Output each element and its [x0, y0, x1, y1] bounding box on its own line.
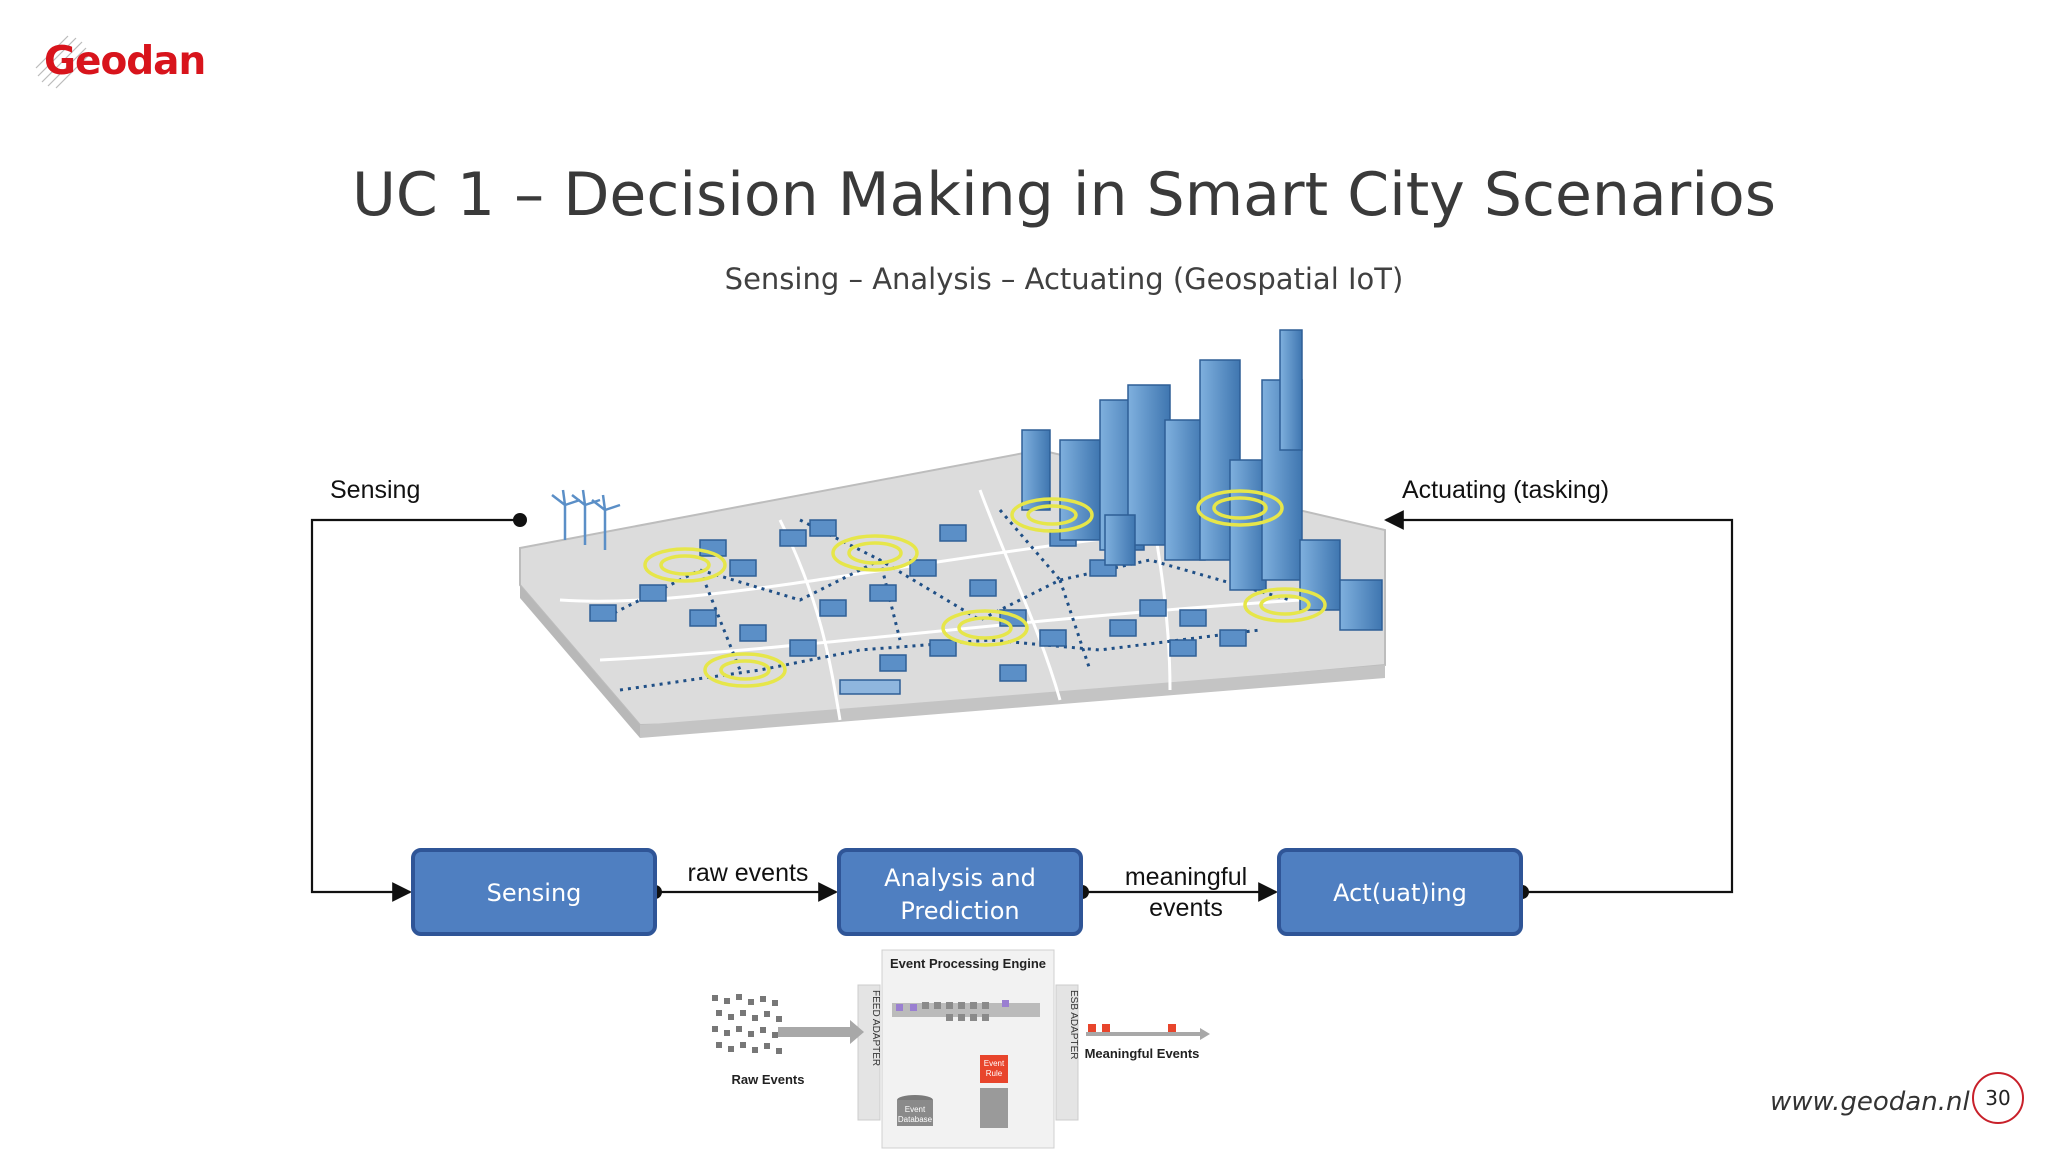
meaningful-events-label-line1: meaningful [1125, 863, 1247, 891]
raw-events-caption: Raw Events [732, 1072, 805, 1087]
logo-globe-icon [35, 35, 89, 89]
event-rule-label-line2: Rule [986, 1069, 1003, 1078]
slide-subtitle: Sensing – Analysis – Actuating (Geospati… [724, 262, 1404, 296]
esb-adapter-bar [1055, 984, 1079, 1121]
process-boxes [411, 848, 1523, 936]
event-rule-label-line1: Event [984, 1059, 1005, 1068]
city-ground-edge [520, 585, 640, 738]
city-houses [589, 519, 1247, 695]
raw-events-flow-arrowhead [850, 1020, 864, 1044]
meaningful-events-caption: Meaningful Events [1085, 1046, 1200, 1061]
raw-events-label: raw events [688, 859, 809, 887]
sensing-loop-line [310, 518, 520, 902]
event-database-label-line2: Database [898, 1115, 933, 1124]
sensing-box-label: Sensing [487, 879, 582, 907]
top-label-sensing: Sensing [330, 476, 420, 504]
sensing-city-dot [513, 513, 527, 527]
slide-title: UC 1 – Decision Making in Smart City Sce… [352, 160, 1776, 230]
feed-adapter-label: FEED ADAPTER [870, 990, 881, 1066]
sensor-signal-rings [643, 489, 1327, 688]
engine-event-squares [896, 1000, 1009, 1011]
wind-turbines-icon [551, 489, 621, 550]
actuating-loop-line [1384, 510, 1734, 894]
acting-box-label: Act(uat)ing [1333, 879, 1467, 907]
meaningful-events-label-line2: events [1149, 894, 1223, 922]
raw-events-cloud [712, 994, 782, 1054]
analysis-box-label-line1: Analysis and [884, 864, 1036, 892]
meaningful-event-squares [1088, 1024, 1176, 1032]
event-rule-box-shadow [980, 1088, 1008, 1128]
city-ground-front [640, 665, 1385, 738]
event-database-label-line1: Event [905, 1105, 926, 1114]
smart-city-illustration [519, 329, 1386, 738]
event-processing-engine-figure: Event Processing Engine FEED ADAPTER ESB… [712, 949, 1210, 1149]
city-towers [1021, 329, 1383, 631]
acting-box [1277, 848, 1523, 936]
logo-text: Geodan [44, 38, 206, 84]
event-rule-box [980, 1055, 1008, 1083]
analysis-box-label-line2: Prediction [900, 897, 1019, 925]
esb-adapter-label: ESB ADAPTER [1068, 990, 1079, 1059]
feed-adapter-bar [857, 984, 881, 1121]
geodan-logo: Geodan [32, 30, 232, 92]
analysis-box [837, 848, 1083, 936]
page-number-badge: 30 [1972, 1072, 2024, 1124]
footer-url[interactable]: www.geodan.nl [1770, 1087, 1970, 1117]
loop-connectors [310, 510, 1734, 902]
sensing-box [411, 848, 657, 936]
engine-title: Event Processing Engine [890, 956, 1046, 971]
top-label-actuating: Actuating (tasking) [1402, 476, 1609, 504]
